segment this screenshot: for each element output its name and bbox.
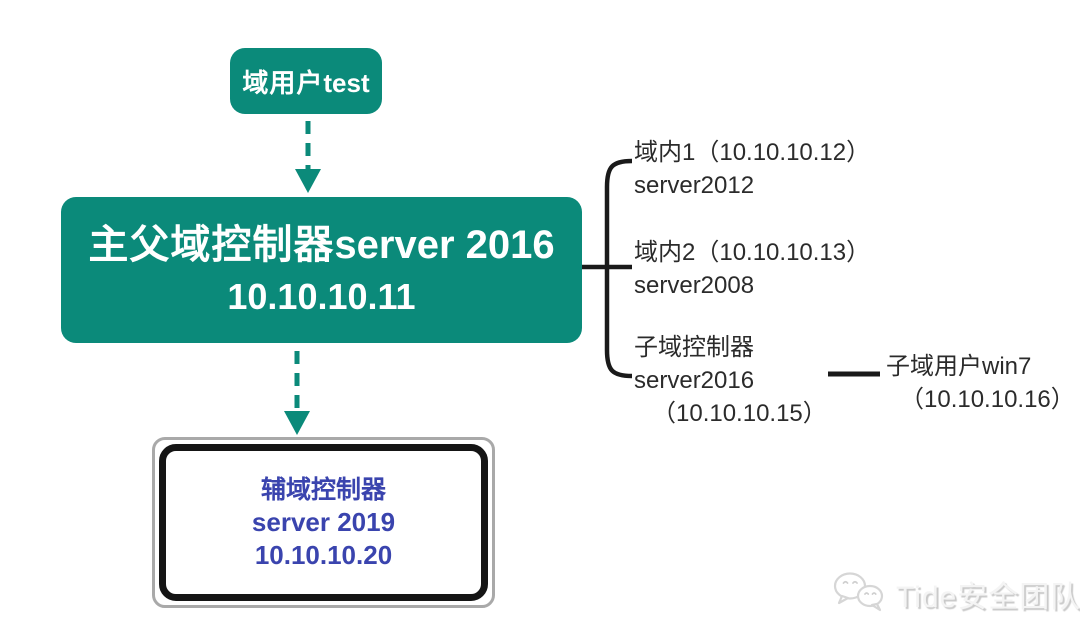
node-title-cn: 主父域控制器	[88, 223, 335, 267]
dashed-arrow-user-to-dc-icon	[295, 121, 321, 193]
member-ip: （10.10.10.15）	[652, 400, 827, 427]
secondary-dc-server: server 2019	[251, 506, 396, 537]
member-item-2: 域内2（10.10.10.13） server2008	[634, 236, 870, 302]
node-label-cn: 域用户	[242, 67, 324, 98]
member-item-child-dc: 子域控制器 server2016 （10.10.10.15）	[634, 331, 827, 430]
dashed-arrow-dc-to-secondary-icon	[284, 351, 310, 435]
member-name: 域内2（10.10.10.13）	[634, 239, 871, 266]
secondary-dc-inner: 辅域控制器 server 2019 10.10.10.20	[159, 444, 488, 601]
node-secondary-domain-controller: 辅域控制器 server 2019 10.10.10.20	[152, 437, 495, 608]
node-child-user-win7: 子域用户win7 （10.10.10.16）	[886, 350, 1075, 416]
child-user-name: 子域用户win7	[886, 353, 1032, 380]
wechat-icon	[833, 572, 884, 612]
watermark-text: Tide安全团队	[896, 581, 1080, 614]
secondary-dc-title: 辅域控制器	[260, 475, 386, 504]
node-ip: 10.10.10.11	[227, 276, 416, 317]
node-label: 域用户test	[242, 63, 369, 100]
secondary-dc-ip: 10.10.10.20	[254, 539, 393, 570]
node-domain-user-test: 域用户test	[230, 48, 382, 114]
member-os: server2012	[634, 172, 755, 199]
member-item-1: 域内1（10.10.10.12） server2012	[634, 136, 870, 202]
member-name: 子域控制器	[634, 334, 754, 361]
node-title: 主父域控制器server 2016	[88, 221, 554, 269]
node-label-en: test	[323, 67, 370, 98]
node-parent-domain-controller: 主父域控制器server 2016 10.10.10.11	[61, 197, 582, 343]
child-user-ip: （10.10.10.16）	[900, 386, 1075, 413]
watermark: Tide安全团队	[830, 570, 1080, 618]
bracket-connector-icon	[582, 158, 633, 379]
member-os: server2016	[634, 367, 755, 394]
node-title-en: server 2016	[334, 223, 555, 267]
member-name: 域内1（10.10.10.12）	[634, 139, 871, 166]
member-os: server2008	[634, 272, 755, 299]
